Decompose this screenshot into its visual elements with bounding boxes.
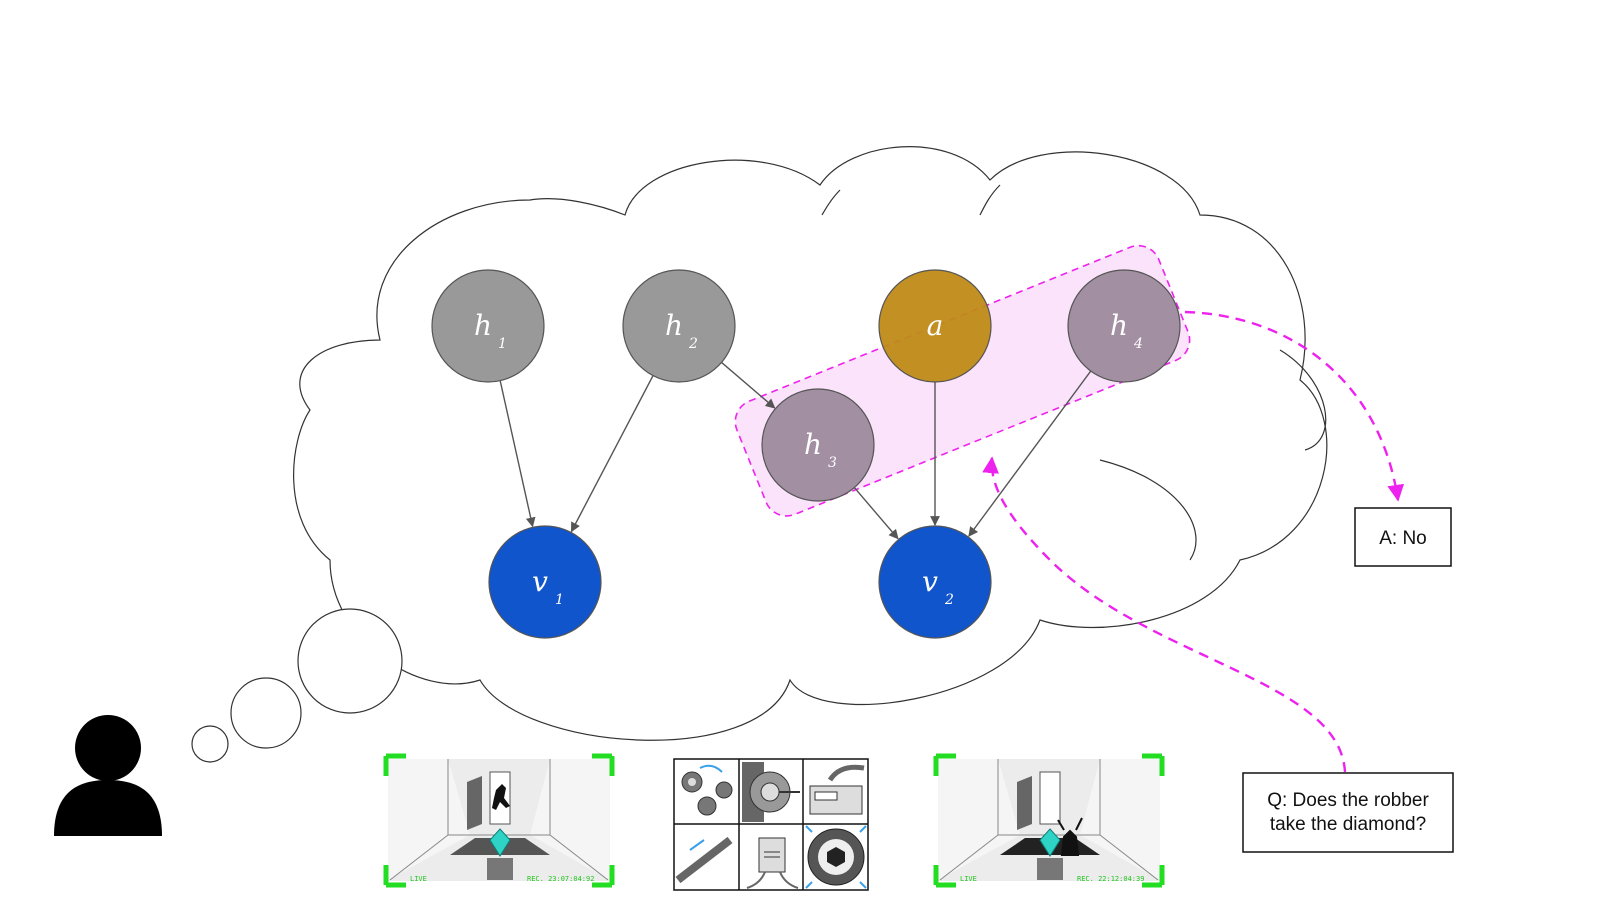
node-h2-circle <box>622 269 736 383</box>
thought-bubble-small <box>191 725 229 763</box>
node-h1-label: h <box>474 309 492 342</box>
diamond-icon <box>1039 828 1061 857</box>
question-text-line2: take the diamond? <box>1270 814 1426 835</box>
camera-view-right: LIVE REC. 22:12:04:39 <box>933 753 1165 888</box>
node-h4-subscript: 4 <box>1133 336 1143 352</box>
node-h3-label: h <box>804 428 822 461</box>
node-v2-circle <box>878 525 992 639</box>
answer-text: A: No <box>1379 528 1427 549</box>
node-v2-subscript: 2 <box>944 592 954 608</box>
node-a-circle <box>878 269 992 383</box>
node-h3: h3 <box>761 388 875 502</box>
node-h4-label: h <box>1110 309 1128 342</box>
camera-right-live: LIVE <box>960 875 977 883</box>
node-h1-subscript: 1 <box>498 336 507 352</box>
camera-left-rec: REC. 23:07:04:92 <box>527 875 594 883</box>
edge-h3-to-v2 <box>853 487 899 540</box>
question-box: Q: Does the robber take the diamond? <box>1242 772 1454 853</box>
answer-arrow <box>1184 310 1405 502</box>
node-h4-circle <box>1067 269 1181 383</box>
node-h1: h1 <box>431 269 545 383</box>
edge-h1-to-v1 <box>499 380 536 528</box>
camera-left-live: LIVE <box>410 875 427 883</box>
node-h1-circle <box>431 269 545 383</box>
robber-figure <box>1057 817 1083 856</box>
node-h3-subscript: 3 <box>828 455 837 471</box>
thought-bubble-medium <box>230 677 302 749</box>
node-v1-subscript: 1 <box>555 592 564 608</box>
node-h2: h2 <box>622 269 736 383</box>
node-a-label: a <box>927 309 944 342</box>
answer-box: A: No <box>1354 507 1452 567</box>
node-h2-label: h <box>665 309 683 342</box>
question-text-line1: Q: Does the robber <box>1267 790 1429 811</box>
machinery-grid-icon <box>673 758 869 891</box>
edge-h4-to-v2 <box>968 370 1092 537</box>
node-v1: v1 <box>488 525 602 639</box>
edges <box>499 361 1092 540</box>
edge-h2-to-h3 <box>721 361 776 409</box>
diamond-icon <box>489 828 511 857</box>
node-v2: v2 <box>878 525 992 639</box>
node-h2-subscript: 2 <box>688 336 698 352</box>
edge-h2-to-v1 <box>570 375 654 533</box>
person-icon <box>54 715 162 836</box>
node-h4: h4 <box>1067 269 1181 383</box>
node-a: a <box>878 269 992 383</box>
camera-view-left: LIVE REC. 23:07:04:92 <box>383 753 615 888</box>
robber-figure <box>492 784 510 810</box>
node-v2-label: v <box>922 565 938 598</box>
camera-right-rec: REC. 22:12:04:39 <box>1077 875 1144 883</box>
node-h3-circle <box>761 388 875 502</box>
thought-bubble-large <box>297 608 403 714</box>
question-arrow <box>982 456 1347 773</box>
node-v1-circle <box>488 525 602 639</box>
node-v1-label: v <box>532 565 548 598</box>
